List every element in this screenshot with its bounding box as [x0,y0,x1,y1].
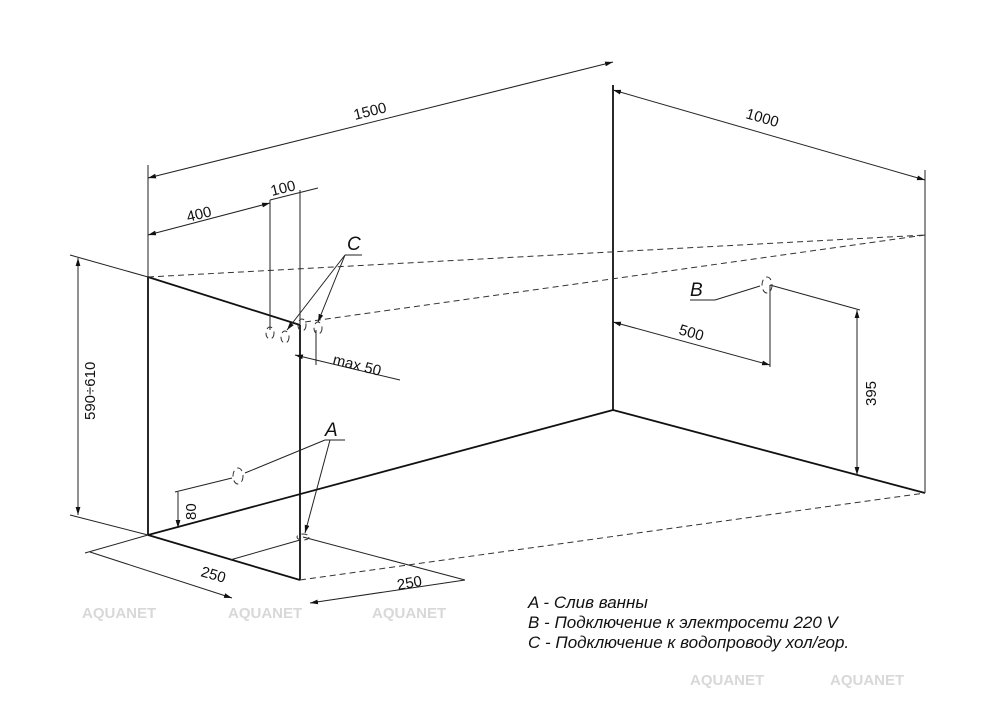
watermark: AQUANET [228,605,302,622]
dim-drain-y: 250 [396,573,424,594]
legend-item-b: B - Подключение к электросети 220 V [528,613,838,632]
dim-offset-c: 400 [185,203,213,226]
marker-a: A [324,420,338,441]
bathtub-outline [147,85,926,581]
watermark: AQUANET [82,605,156,622]
watermark: AQUANET [690,672,764,689]
watermark: AQUANET [372,605,446,622]
legend-item-a: A - Слив ванны [528,593,648,612]
dim-spacing-c: 100 [269,177,297,200]
dimension-lines [69,61,926,605]
dim-width: 1000 [744,106,781,132]
dim-offset-b: 500 [677,322,706,345]
connection-points [232,254,773,541]
watermark: AQUANET [830,672,904,689]
dim-max-c: max 50 [331,351,383,379]
marker-c: C [347,234,361,255]
dim-height-b: 395 [863,381,880,406]
legend-item-c: C - Подключение к водопроводу хол/гор. [528,633,850,652]
dim-height: 590÷610 [82,362,99,420]
legend: A - Слив ванны B - Подключение к электро… [528,593,849,653]
marker-b: B [690,280,703,301]
power-socket-marker [761,276,773,294]
watermarks: AQUANET AQUANET AQUANET AQUANET AQUANET [82,605,904,689]
dim-length: 1500 [352,99,388,124]
dim-drain-x: 250 [199,564,228,587]
drain-outlet-marker [232,467,244,485]
dim-height-a: 80 [183,503,200,520]
